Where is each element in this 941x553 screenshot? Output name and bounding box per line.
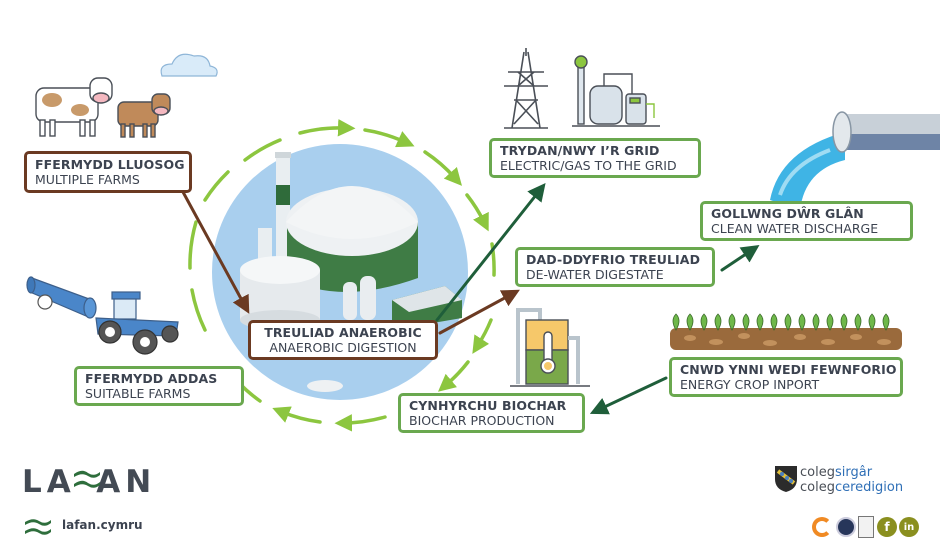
node-label-welsh: DAD-DDYFRIO TREULIAD: [526, 252, 701, 267]
node-suitable-farms: FFERMYDD ADDAS SUITABLE FARMS: [74, 366, 244, 406]
node-label-english: ANAEROBIC DIGESTION: [269, 340, 417, 355]
crop-leaf: [882, 313, 890, 331]
node-label-welsh: FFERMYDD LLUOSOG: [35, 157, 185, 172]
crop-leaf: [742, 313, 750, 331]
cycle-arrow: [423, 150, 462, 186]
cycle-arrow: [490, 242, 496, 277]
node-label-english: ELECTRIC/GAS TO THE GRID: [500, 158, 677, 173]
facebook-glyph: f: [884, 520, 890, 534]
linkedin-icon[interactable]: in: [899, 517, 919, 537]
cycle-arrow: [438, 360, 470, 392]
arrow-digestion-to-grid: [435, 182, 546, 322]
coleg-text: coleg: [800, 465, 835, 480]
linkedin-glyph: in: [903, 521, 915, 533]
crop-leaf: [826, 313, 834, 331]
cycle-arrow: [188, 220, 198, 270]
node-anaerobic-digestion: TREULIAD ANAEROBIC ANAEROBIC DIGESTION: [248, 320, 438, 360]
node-energy-crop: CNWD YNNI WEDI FEWNFORIO ENERGY CROP INP…: [669, 357, 903, 397]
crop-leaf: [840, 313, 848, 331]
accreditation-badge: [836, 517, 856, 537]
cycle-arrow: [363, 128, 415, 148]
crop-leaf: [700, 313, 708, 331]
arrow-digestion-to-dewater: [438, 289, 520, 335]
cycle-arrow: [190, 288, 207, 332]
crop-leaf: [812, 313, 820, 331]
node-label-welsh: FFERMYDD ADDAS: [85, 371, 218, 386]
ukas-badge: [858, 516, 874, 538]
node-multiple-farms: FFERMYDD LLUOSOG MULTIPLE FARMS: [24, 151, 192, 193]
crop-leaf: [784, 313, 792, 331]
node-label-english: SUITABLE FARMS: [85, 386, 191, 401]
crop-leaf: [868, 313, 876, 331]
crop-leaf: [686, 313, 694, 331]
cycle-arrow: [203, 170, 230, 202]
lafan-wave-icon: [74, 470, 100, 488]
node-label-english: MULTIPLE FARMS: [35, 172, 140, 187]
cycle-arrow: [243, 138, 282, 162]
lafan-small-wave-icon: [25, 519, 51, 535]
crop-leaf: [728, 313, 736, 331]
cloud-icon: [160, 53, 218, 77]
cycle-arrow: [298, 119, 356, 137]
node-label-welsh: TREULIAD ANAEROBIC: [264, 325, 422, 340]
reactor-icon: [510, 308, 590, 387]
coleg-sirgar-text: sirgâr: [834, 465, 873, 480]
tractor-tanker-icon: [26, 276, 179, 355]
pylon-icon: [504, 48, 548, 129]
cows-icon: [35, 77, 171, 138]
crop-leaf: [798, 313, 806, 331]
node-biochar: CYNHYRCHU BIOCHAR BIOCHAR PRODUCTION: [398, 393, 585, 433]
lafan-url-link[interactable]: lafan.cymru: [62, 518, 143, 532]
node-label-welsh: CNWD YNNI WEDI FEWNFORIO: [680, 362, 897, 377]
biogas-plant-icon: [240, 152, 462, 392]
node-label-english: ENERGY CROP INPORT: [680, 377, 820, 392]
flow-arrows: [181, 182, 760, 415]
node-label-english: DE-WATER DIGESTATE: [526, 267, 664, 282]
node-label-welsh: GOLLWNG DŴR GLÂN: [711, 206, 864, 221]
gas-plant-icon: [572, 55, 660, 127]
crops-soil-icon: [670, 313, 902, 350]
node-grid: TRYDAN/NWY I’R GRID ELECTRIC/GAS TO THE …: [489, 138, 701, 178]
arrow-dewater-to-water: [720, 245, 760, 272]
arrow-crop-to-biochar: [589, 376, 668, 415]
node-label-welsh: CYNHYRCHU BIOCHAR: [409, 398, 567, 413]
cycle-arrow: [334, 414, 387, 432]
arrow-farms-to-digestion: [181, 190, 250, 314]
cycle-arrow: [472, 318, 493, 354]
pipe-water-icon: [770, 111, 940, 210]
coleg-logo[interactable]: colegsirgâr colegceredigion: [800, 465, 903, 495]
crop-leaf: [672, 313, 680, 331]
crop-leaf: [854, 313, 862, 331]
crop-leaf: [756, 313, 764, 331]
coleg-ceredigion-text: ceredigion: [834, 480, 904, 495]
coleg-text: coleg: [800, 480, 835, 495]
facebook-icon[interactable]: f: [877, 517, 897, 537]
crop-leaf: [714, 313, 722, 331]
node-label-english: BIOCHAR PRODUCTION: [409, 413, 555, 428]
coleg-shield-icon: [775, 466, 797, 492]
cyber-essentials-badge: [812, 517, 832, 537]
cycle-arrow: [272, 406, 322, 424]
node-label-welsh: TRYDAN/NWY I’R GRID: [500, 143, 660, 158]
node-clean-water: GOLLWNG DŴR GLÂN CLEAN WATER DISCHARGE: [700, 201, 913, 241]
node-dewater: DAD-DDYFRIO TREULIAD DE-WATER DIGESTATE: [515, 247, 715, 287]
cycle-arrow: [465, 193, 489, 232]
node-label-english: CLEAN WATER DISCHARGE: [711, 221, 879, 236]
crop-leaf: [770, 313, 778, 331]
